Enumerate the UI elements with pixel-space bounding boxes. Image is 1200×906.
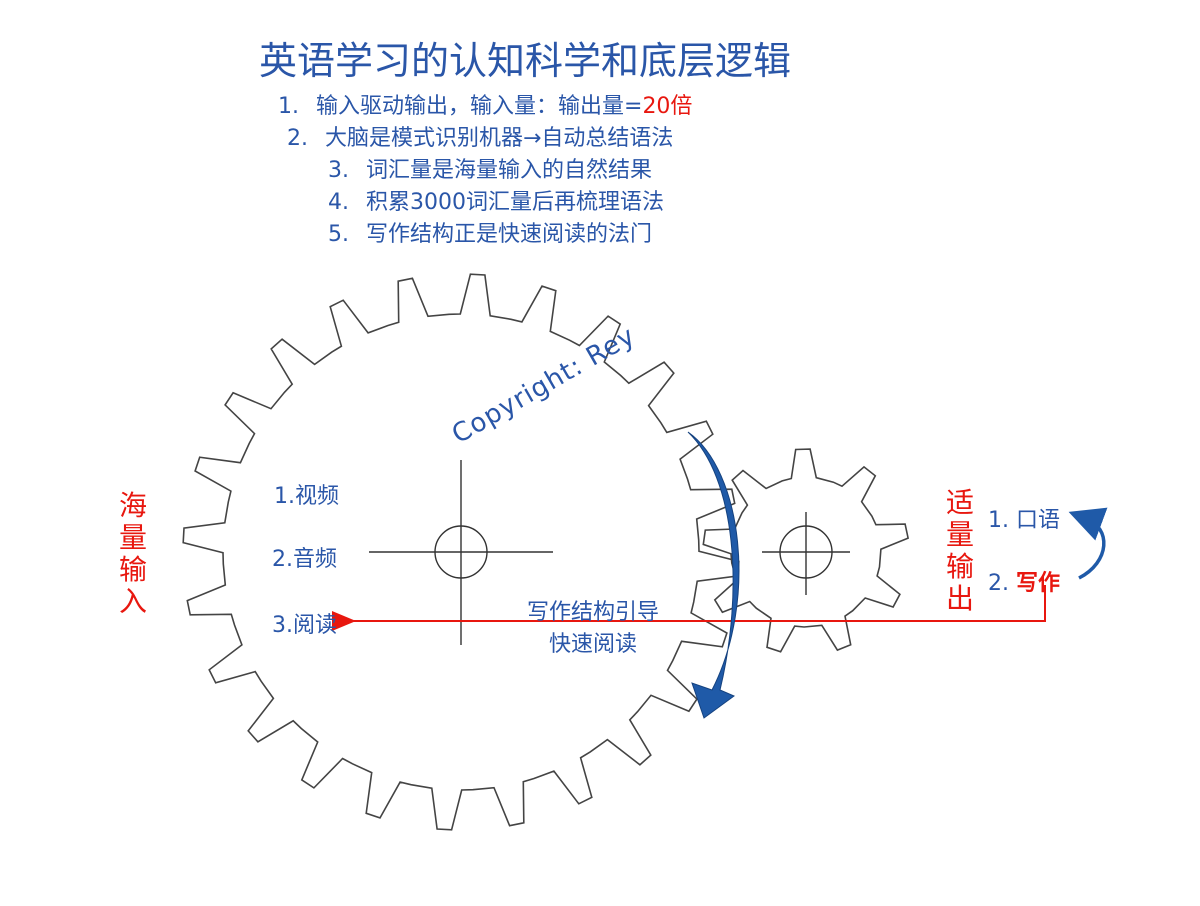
input-item-audio: 2.音频	[272, 547, 337, 572]
output-item-writing-number: 2.	[988, 571, 1016, 596]
point-3-text: 词汇量是海量输入的自然结果	[366, 158, 653, 183]
rotation-arrow	[687, 431, 740, 719]
point-2: 2. 大脑是模式识别机器→自动总结语法	[287, 120, 673, 152]
large-gear-centermark	[369, 460, 553, 645]
point-5: 5. 写作结构正是快速阅读的法门	[328, 216, 652, 248]
massive-input-label: 海量输入	[118, 489, 147, 618]
point-4-text: 积累3000词汇量后再梳理语法	[366, 190, 664, 215]
point-5-number: 5.	[328, 222, 349, 247]
point-5-text: 写作结构正是快速阅读的法门	[366, 222, 653, 247]
small-gear	[702, 448, 910, 653]
point-3-number: 3.	[328, 158, 349, 183]
arrow-caption-line-2: 快速阅读	[548, 632, 637, 657]
moderate-output-label: 适量输出	[945, 486, 974, 615]
point-1-highlight: 20倍	[642, 94, 693, 119]
output-cycle-arrow	[1068, 507, 1108, 580]
diagram-title: 英语学习的认知科学和底层逻辑	[258, 39, 791, 83]
large-gear	[182, 273, 740, 831]
point-1-text: 输入驱动输出，输入量：输出量=	[316, 94, 643, 119]
point-3: 3. 词汇量是海量输入的自然结果	[328, 152, 652, 184]
small-gear-centermark	[762, 512, 850, 595]
point-1: 1. 输入驱动输出，输入量：输出量=20倍	[278, 88, 692, 120]
output-item-writing: 2. 写作	[988, 565, 1060, 597]
input-item-video: 1.视频	[274, 484, 339, 509]
output-item-writing-text: 写作	[1015, 571, 1060, 596]
point-1-number: 1.	[278, 94, 299, 119]
point-4-number: 4.	[328, 190, 349, 215]
output-item-speaking: 1. 口语	[988, 508, 1060, 533]
point-2-text: 大脑是模式识别机器→自动总结语法	[325, 126, 674, 151]
arrow-caption-line-1: 写作结构引导	[526, 600, 659, 625]
feedback-arrow-line	[332, 585, 1046, 631]
point-2-number: 2.	[287, 126, 308, 151]
point-4: 4. 积累3000词汇量后再梳理语法	[328, 184, 664, 216]
input-item-reading: 3.阅读	[272, 613, 337, 638]
